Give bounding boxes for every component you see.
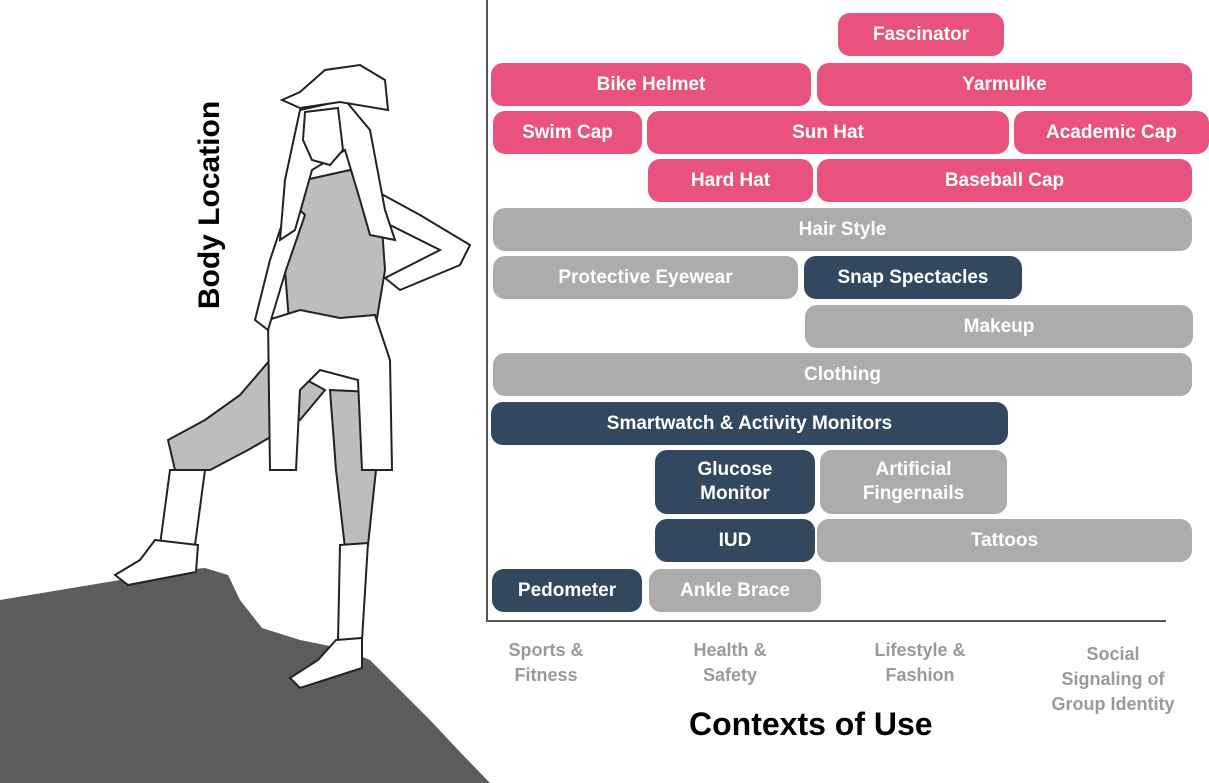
item-sun-hat: Sun Hat (647, 111, 1009, 154)
item-iud: IUD (655, 519, 815, 562)
item-hair-style: Hair Style (493, 208, 1192, 251)
item-pedometer: Pedometer (492, 569, 642, 612)
item-tattoos: Tattoos (817, 519, 1192, 562)
item-protective-eyewear: Protective Eyewear (493, 256, 798, 299)
item-baseball-cap: Baseball Cap (817, 159, 1192, 202)
x-axis-line (486, 620, 1166, 622)
item-ankle-brace: Ankle Brace (649, 569, 821, 612)
context-health-safety: Health & Safety (693, 640, 767, 685)
y-axis-line (486, 0, 488, 622)
right-arm (363, 183, 472, 292)
item-bike-helmet: Bike Helmet (491, 63, 811, 106)
item-fascinator: Fascinator (838, 13, 1004, 56)
y-axis-title: Body Location (193, 100, 226, 310)
raised-shoe (113, 538, 200, 587)
item-makeup: Makeup (805, 305, 1193, 348)
face (301, 106, 345, 167)
context-lifestyle-fashion: Lifestyle & Fashion (874, 640, 966, 685)
x-axis-title: Contexts of Use (689, 706, 933, 742)
item-hard-hat: Hard Hat (648, 159, 813, 202)
rock-shape (0, 568, 490, 783)
tied-jacket (266, 308, 394, 471)
hiker-illustration (0, 63, 490, 783)
item-swim-cap: Swim Cap (493, 111, 642, 154)
item-academic-cap: Academic Cap (1014, 111, 1209, 154)
standing-shoe (288, 636, 363, 690)
baseball-cap-icon (279, 63, 390, 112)
item-yarmulke: Yarmulke (817, 63, 1192, 106)
item-artificial-fingernails: Artificial Fingernails (820, 450, 1007, 514)
item-glucose-monitor: Glucose Monitor (655, 450, 815, 514)
context-social-signaling: Social Signaling of Group Identity (1051, 644, 1175, 714)
item-clothing: Clothing (493, 353, 1192, 396)
item-snap-spectacles: Snap Spectacles (804, 256, 1022, 299)
item-smartwatch-activity-monitors: Smartwatch & Activity Monitors (491, 402, 1008, 445)
context-sports-fitness: Sports & Fitness (508, 640, 584, 685)
